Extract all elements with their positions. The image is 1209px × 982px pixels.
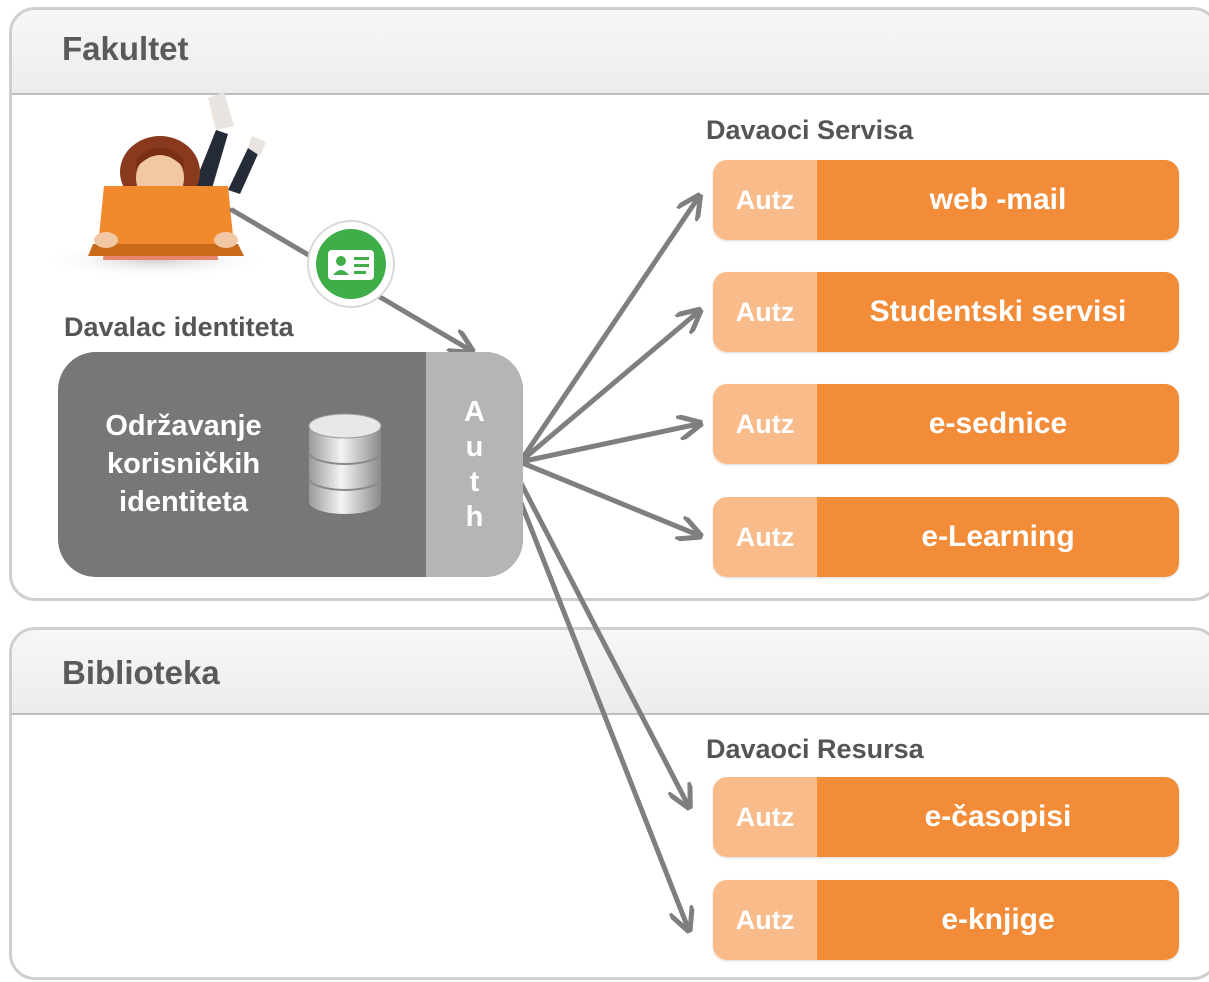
service-e-sednice: Autz e-sednice <box>713 384 1179 464</box>
service-name: web -mail <box>817 160 1179 240</box>
autz-label: Autz <box>713 160 817 240</box>
service-name: e-sednice <box>817 384 1179 464</box>
resource-providers-label: Davaoci Resursa <box>706 734 924 764</box>
service-name: e-Learning <box>817 497 1179 577</box>
service-e-learning: Autz e-Learning <box>713 497 1179 577</box>
resource-name: e-knjige <box>817 880 1179 960</box>
auth-letter: A <box>464 395 485 428</box>
identity-text-line: Održavanje <box>105 410 262 442</box>
resource-e-knjige: Autz e-knjige <box>713 880 1179 960</box>
autz-label: Autz <box>713 777 817 857</box>
identity-provider-label: Davalac identiteta <box>64 312 294 342</box>
autz-label: Autz <box>713 384 817 464</box>
service-name: Studentski servisi <box>817 272 1179 352</box>
auth-letter: u <box>465 430 484 463</box>
identity-text-line: korisničkih <box>106 448 261 480</box>
service-providers-label: Davaoci Servisa <box>706 115 914 145</box>
autz-label: Autz <box>713 272 817 352</box>
biblioteka-title: Biblioteka <box>62 654 220 691</box>
fakultet-title: Fakultet <box>62 30 189 67</box>
fakultet-header: Fakultet <box>12 10 1209 95</box>
service-studentski-servisi: Autz Studentski servisi <box>713 272 1179 352</box>
resource-name: e-časopisi <box>817 777 1179 857</box>
service-web-mail: Autz web -mail <box>713 160 1179 240</box>
identity-text-line: identiteta <box>119 486 248 518</box>
database-icon <box>308 413 382 514</box>
id-card-icon <box>307 220 395 308</box>
identity-maintenance-text: Održavanje korisničkih identiteta <box>76 407 291 521</box>
student-laptop-icon <box>41 92 271 278</box>
identity-provider-box: Održavanje korisničkih identiteta A u t … <box>58 352 523 577</box>
auth-letter: t <box>469 465 480 498</box>
auth-column: A u t h <box>426 352 523 577</box>
resource-e-casopisi: Autz e-časopisi <box>713 777 1179 857</box>
autz-label: Autz <box>713 880 817 960</box>
biblioteka-header: Biblioteka <box>12 630 1209 715</box>
auth-letter: h <box>465 500 484 533</box>
autz-label: Autz <box>713 497 817 577</box>
